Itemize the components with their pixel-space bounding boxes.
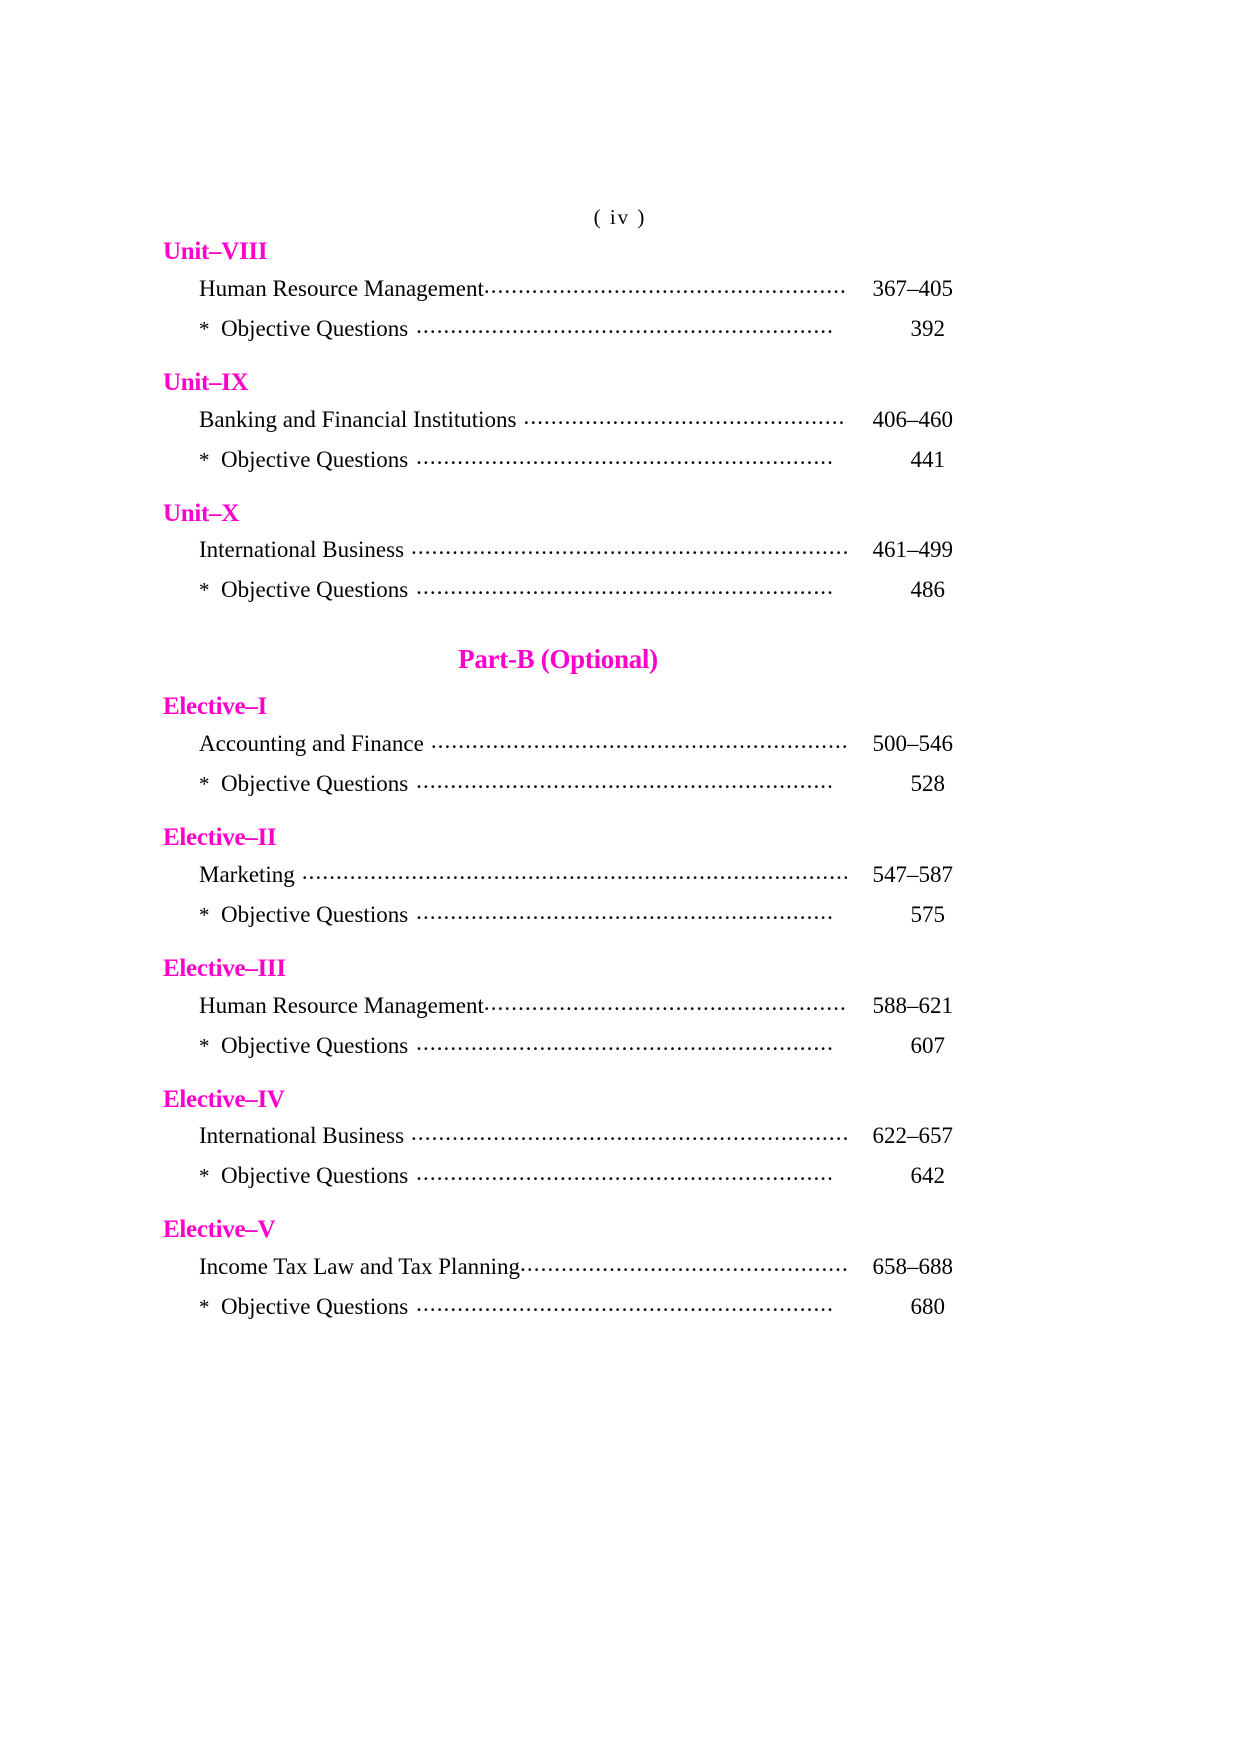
asterisk-icon: * — [199, 1295, 210, 1319]
toc-entry-sub[interactable]: * Objective Questions 642 — [163, 1156, 953, 1196]
dot-leader — [484, 991, 847, 1014]
entry-pages: 486 — [910, 577, 946, 603]
toc-entry-main[interactable]: Human Resource Management 588–621 — [163, 986, 953, 1026]
entry-pages: 622–657 — [872, 1123, 954, 1149]
entry-pages: 680 — [910, 1294, 946, 1319]
table-of-contents: Unit–VIII Human Resource Management 367–… — [163, 238, 953, 1333]
toc-entry-sub[interactable]: * Objective Questions 607 — [163, 1026, 953, 1066]
dot-leader — [416, 314, 835, 337]
toc-section: Elective–I Accounting and Finance 500–54… — [163, 693, 953, 804]
toc-section: Unit–VIII Human Resource Management 367–… — [163, 238, 953, 349]
asterisk-icon: * — [199, 772, 210, 796]
entry-title: Accounting and Finance — [199, 731, 424, 756]
entry-title: Objective Questions — [221, 901, 409, 927]
entry-pages: 607 — [910, 1032, 946, 1058]
toc-entry-sub[interactable]: * Objective Questions 486 — [163, 570, 953, 610]
section-heading-unit-x: Unit–X — [163, 499, 239, 527]
toc-entry-sub[interactable]: * Objective Questions 528 — [163, 764, 953, 804]
dot-leader — [411, 535, 847, 558]
entry-title: Objective Questions — [221, 1294, 409, 1319]
entry-title: Objective Questions — [221, 315, 409, 341]
entry-pages: 367–405 — [872, 275, 954, 301]
dot-leader — [431, 729, 847, 752]
toc-section: Elective–II Marketing 547–587 * Objectiv… — [163, 810, 953, 935]
entry-title: Objective Questions — [221, 446, 409, 472]
asterisk-icon: * — [199, 1164, 210, 1189]
part-b-heading: Part-B (Optional) — [458, 644, 658, 675]
toc-section: Elective–IV International Business 622–6… — [163, 1072, 953, 1197]
section-heading-elective-i: Elective–I — [163, 693, 267, 721]
section-heading-elective-iv: Elective–IV — [163, 1085, 285, 1113]
toc-section: Unit–X International Business 461–499 * … — [163, 486, 953, 611]
asterisk-icon: * — [199, 1033, 210, 1058]
entry-title: Income Tax Law and Tax Planning — [199, 1254, 521, 1279]
dot-leader — [416, 1031, 835, 1054]
toc-entry-sub[interactable]: * Objective Questions 392 — [163, 309, 953, 349]
entry-pages: 461–499 — [872, 537, 954, 563]
section-heading-elective-iii: Elective–III — [163, 954, 286, 982]
toc-entry-sub[interactable]: * Objective Questions 680 — [163, 1287, 953, 1327]
entry-title: Objective Questions — [221, 577, 409, 603]
dot-leader — [416, 445, 835, 468]
entry-pages: 658–688 — [872, 1254, 954, 1279]
asterisk-icon: * — [199, 447, 210, 472]
asterisk-icon: * — [199, 902, 210, 927]
dot-leader — [416, 900, 835, 923]
dot-leader — [416, 575, 835, 598]
entry-title: International Business — [199, 1123, 405, 1149]
entry-pages: 575 — [910, 901, 946, 927]
asterisk-icon: * — [199, 578, 210, 603]
asterisk-icon: * — [199, 316, 210, 341]
dot-leader — [484, 274, 847, 297]
entry-pages: 500–546 — [872, 731, 954, 756]
toc-section: Elective–III Human Resource Management 5… — [163, 941, 953, 1066]
toc-entry-main[interactable]: International Business 622–657 — [163, 1116, 953, 1156]
entry-title: Marketing — [199, 861, 295, 887]
entry-pages: 392 — [910, 315, 946, 341]
entry-pages: 588–621 — [872, 992, 954, 1018]
entry-title: Objective Questions — [221, 771, 409, 796]
toc-entry-main[interactable]: Banking and Financial Institutions 406–4… — [163, 400, 953, 440]
entry-title: Objective Questions — [221, 1032, 409, 1058]
dot-leader — [416, 1161, 835, 1184]
toc-entry-sub[interactable]: * Objective Questions 441 — [163, 440, 953, 480]
entry-pages: 406–460 — [872, 406, 954, 432]
toc-entry-main[interactable]: Accounting and Finance 500–546 — [163, 724, 953, 764]
toc-entry-main[interactable]: Human Resource Management 367–405 — [163, 269, 953, 309]
dot-leader — [416, 1292, 835, 1315]
section-heading-unit-viii: Unit–VIII — [163, 238, 268, 265]
entry-pages: 528 — [910, 771, 946, 796]
entry-pages: 441 — [910, 446, 946, 472]
toc-entry-main[interactable]: Marketing 547–587 — [163, 855, 953, 895]
dot-leader — [302, 860, 847, 883]
toc-section: Unit–IX Banking and Financial Institutio… — [163, 355, 953, 480]
dot-leader — [416, 769, 835, 792]
entry-title: Human Resource Management — [199, 992, 484, 1018]
entry-pages: 642 — [910, 1163, 946, 1189]
dot-leader — [524, 405, 848, 428]
toc-entry-sub[interactable]: * Objective Questions 575 — [163, 895, 953, 935]
toc-entry-main[interactable]: Income Tax Law and Tax Planning 658–688 — [163, 1247, 953, 1287]
entry-title: Objective Questions — [221, 1163, 409, 1189]
section-heading-elective-ii: Elective–II — [163, 824, 277, 851]
entry-title: International Business — [199, 537, 405, 563]
entry-pages: 547–587 — [872, 861, 954, 887]
toc-entry-main[interactable]: International Business 461–499 — [163, 530, 953, 570]
entry-title: Banking and Financial Institutions — [199, 406, 517, 432]
dot-leader — [520, 1252, 847, 1275]
entry-title: Human Resource Management — [199, 275, 484, 301]
dot-leader — [411, 1121, 847, 1144]
section-heading-elective-v: Elective–V — [163, 1216, 276, 1244]
toc-section: Elective–V Income Tax Law and Tax Planni… — [163, 1202, 953, 1327]
page-folio: ( iv ) — [593, 205, 647, 229]
section-heading-unit-ix: Unit–IX — [163, 368, 249, 396]
